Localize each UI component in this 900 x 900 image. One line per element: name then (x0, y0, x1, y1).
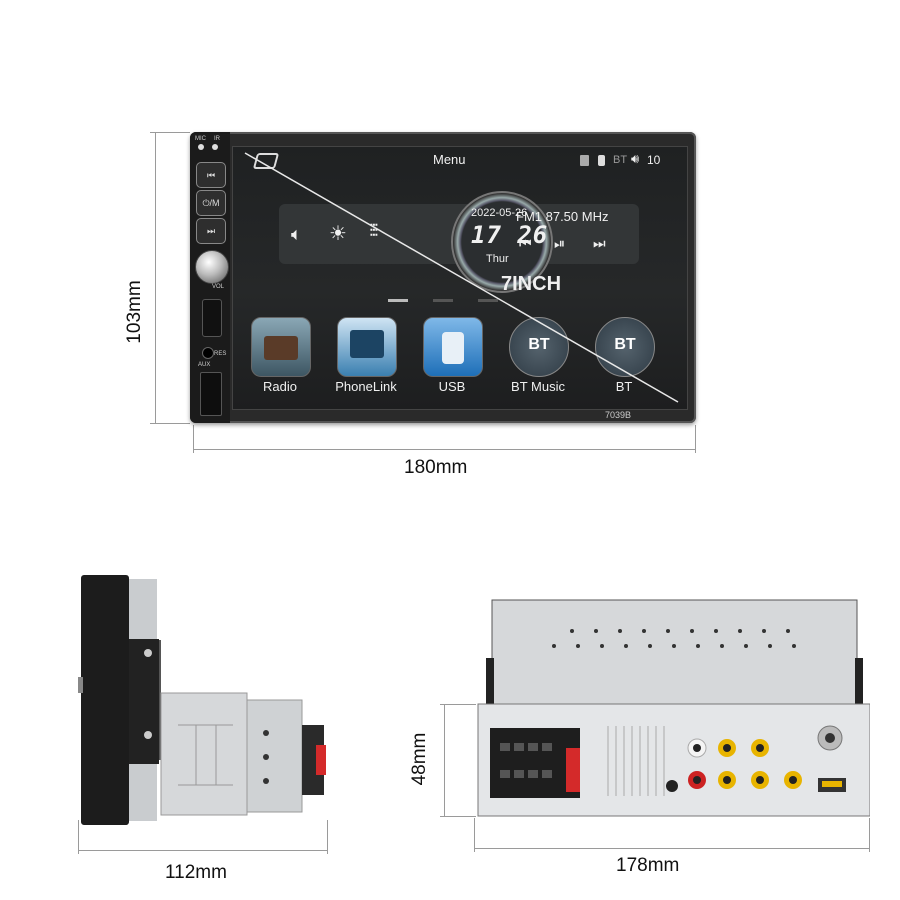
front-width-label: 180mm (404, 457, 468, 478)
day-text: Thur (486, 253, 509, 265)
side-tick-left (78, 820, 79, 854)
bt-status: BT (613, 154, 628, 166)
ir-sensor (212, 144, 218, 150)
prev-track-button[interactable]: ⏮ (196, 162, 226, 188)
screen-size-label: 7INCH (501, 273, 562, 295)
volume-icon[interactable]: 🔈︎ (291, 224, 302, 244)
time-text: 17 26 (471, 221, 549, 249)
bt-app-label: BT (615, 379, 633, 394)
usb-app-icon[interactable] (423, 317, 483, 377)
volume-knob[interactable] (195, 250, 229, 284)
back-view-drawing (477, 599, 871, 817)
back-width-tick-right (869, 818, 870, 852)
speaker-icon: 🔊︎ (631, 151, 640, 166)
touch-screen[interactable]: Menu BT 🔊︎ 10 🔈︎ ☀ ⫶⫶⫶ 2022-05-26 17 26 … (232, 146, 688, 410)
prev-icon[interactable]: ⏮ (519, 235, 532, 251)
car-stereo-front: MIC IR ⏮ ⏻/M ⏭ VOL RES AUX Menu BT 🔊︎ 10… (190, 132, 696, 423)
usb-port[interactable] (200, 372, 222, 416)
phonelink-app-label: PhoneLink (335, 379, 397, 394)
sd-status-icon (580, 155, 589, 166)
radio-frequency: FM1 87.50 MHz (516, 209, 609, 224)
mic-hole (198, 144, 204, 150)
volume-level: 10 (647, 153, 661, 167)
next-track-button[interactable]: ⏭ (196, 218, 226, 244)
side-view-drawing (74, 575, 326, 825)
screen-diagonal-line (244, 152, 679, 403)
screen-title: Menu (433, 152, 466, 167)
height-tick-bottom (150, 423, 190, 424)
back-height-tick-top (440, 704, 476, 705)
res-label: RES (214, 351, 227, 357)
radio-app-label: Radio (263, 379, 297, 394)
back-height-tick-bottom (440, 816, 476, 817)
page-indicator-3 (478, 299, 498, 302)
phonelink-app-icon[interactable] (337, 317, 397, 377)
bt-icon-text: BT (614, 336, 636, 353)
control-panel: MIC IR ⏮ ⏻/M ⏭ VOL RES AUX (190, 132, 230, 423)
model-number: 7039B (605, 410, 632, 420)
usb-status-icon (598, 155, 605, 166)
vol-label: VOL (212, 284, 225, 290)
page-indicator-2 (433, 299, 453, 302)
back-width-line (474, 848, 870, 849)
back-view (472, 598, 871, 818)
back-width-tick-left (474, 818, 475, 852)
usb-app-label: USB (438, 379, 466, 394)
mic-label: MIC (195, 136, 206, 142)
bt-music-icon-text: BT (528, 336, 550, 353)
clock-widget[interactable] (451, 191, 553, 293)
back-height-line (444, 704, 445, 816)
side-depth-label: 112mm (165, 862, 227, 883)
bt-music-app-icon[interactable]: BT (509, 317, 569, 377)
width-dimension-line (193, 449, 695, 450)
aux-label: AUX (198, 362, 211, 368)
side-tick-right (327, 820, 328, 854)
back-height-label: 48mm (409, 732, 430, 786)
play-pause-icon[interactable]: ⏯ (554, 235, 566, 251)
height-tick-top (150, 132, 190, 133)
width-tick-left (193, 425, 194, 453)
page-indicator-1 (388, 299, 408, 302)
power-mode-button[interactable]: ⏻/M (196, 190, 226, 216)
radio-app-icon[interactable] (251, 317, 311, 377)
aux-jack[interactable] (202, 347, 214, 359)
bt-music-app-label: BT Music (511, 379, 565, 394)
height-dimension-line (155, 132, 156, 423)
ir-label: IR (214, 136, 220, 142)
sd-card-slot[interactable] (202, 299, 222, 337)
side-view (74, 575, 328, 825)
side-depth-line (78, 850, 328, 851)
back-width-label: 178mm (616, 855, 680, 876)
brightness-icon[interactable]: ☀ (329, 223, 347, 245)
front-height-label: 103mm (124, 280, 145, 344)
bt-app-icon[interactable]: BT (595, 317, 655, 377)
equalizer-icon[interactable]: ⫶⫶⫶ (369, 221, 378, 241)
next-icon[interactable]: ⏭ (593, 235, 606, 251)
date-text: 2022-05-26 (471, 207, 528, 219)
width-tick-right (695, 425, 696, 453)
